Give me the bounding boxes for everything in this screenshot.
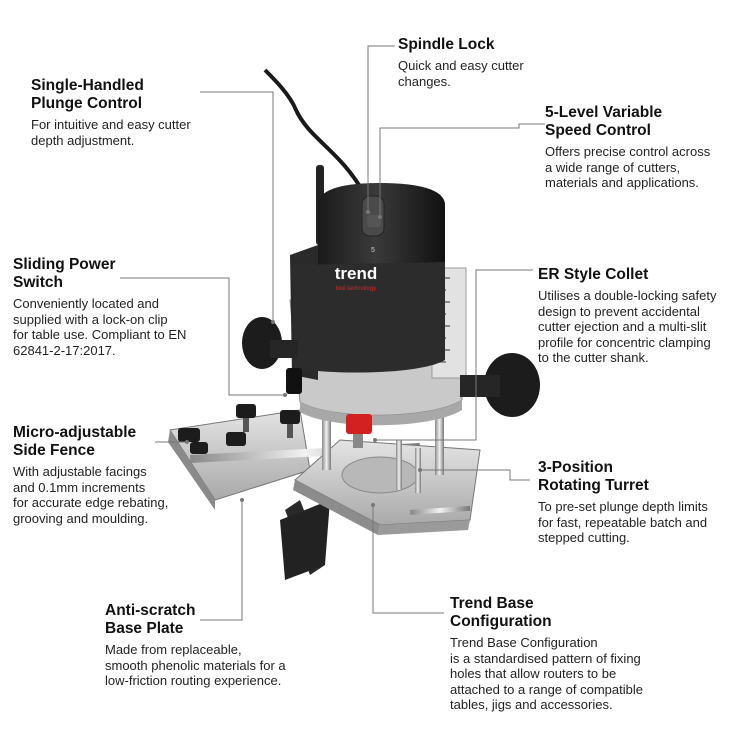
callout-title: Trend Base Configuration [450,595,552,630]
front-rod [409,505,471,515]
collet-nut [346,414,372,434]
leader-spindle-lock [367,45,395,210]
callout-title: 3-Position Rotating Turret [538,459,649,494]
callout-title: Spindle Lock [398,36,495,53]
callout-text: To pre-set plunge depth limits for fast,… [538,499,708,545]
callout-text: Trend Base Configuration is a standardis… [450,635,643,712]
handle-left [242,317,298,369]
callout-title: ER Style Collet [538,266,649,283]
leader-speed [379,123,545,215]
speed-dial-marking: 5 [371,247,375,254]
callout-base-config: Trend Base Configuration Trend Base Conf… [450,595,690,713]
callout-text: Conveniently located and supplied with a… [13,296,187,358]
callout-plunge-control: Single-Handled Plunge Control For intuit… [31,77,251,148]
power-switch [286,368,302,394]
callout-text: With adjustable facings and 0.1mm increm… [13,464,169,526]
leader-plunge [200,91,274,320]
spindle-lock-button [367,215,381,227]
leader-base-plate [200,500,243,621]
callout-title: 5-Level Variable Speed Control [545,104,663,139]
leader-collet [375,269,533,441]
callout-turret: 3-Position Rotating Turret To pre-set pl… [538,459,748,546]
leader-turret [420,469,530,481]
callout-text: Made from replaceable, smooth phenolic m… [105,642,286,688]
callout-power-switch: Sliding Power Switch Conveniently locate… [13,256,223,358]
callout-er-collet: ER Style Collet Utilises a double-lockin… [538,266,748,366]
callout-title: Single-Handled Plunge Control [31,77,144,112]
callout-title: Anti-scratch Base Plate [105,602,196,637]
callout-text: Utilises a double-locking safety design … [538,288,717,365]
callout-side-fence: Micro-adjustable Side Fence With adjusta… [13,424,203,526]
power-cord [263,68,367,196]
fence-bar [280,500,330,580]
fence-knob [178,404,300,454]
callout-text: Quick and easy cutter changes. [398,58,524,89]
leader-base-config [372,505,444,614]
motor-lower-body [292,262,445,373]
leader-power-switch [120,277,285,396]
callout-title: Micro-adjustable Side Fence [13,424,137,459]
callout-text: For intuitive and easy cutter depth adju… [31,117,191,148]
callout-base-plate: Anti-scratch Base Plate Made from replac… [105,602,325,689]
side-fence-face [168,430,215,510]
brand-tagline: tool technology [336,286,376,292]
brand-logo: trend [335,264,378,283]
callout-spindle-lock: Spindle Lock Quick and easy cutter chang… [398,36,598,89]
callout-speed-control: 5-Level Variable Speed Control Offers pr… [545,104,745,191]
callout-title: Sliding Power Switch [13,256,116,291]
depth-rod [396,440,402,490]
callout-text: Offers precise control across a wide ran… [545,144,711,190]
plunge-column-right [435,365,444,475]
handle-right [460,353,540,417]
